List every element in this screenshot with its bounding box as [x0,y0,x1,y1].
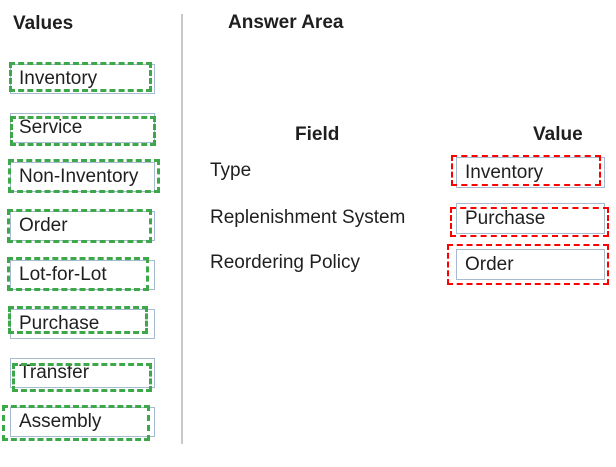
value-chip-label: Assembly [19,411,102,432]
value-chip-transfer[interactable]: Transfer [10,358,155,392]
value-dropzone-reordering-policy[interactable]: Order [447,244,609,285]
field-column-header: Field [295,124,340,145]
dropzone-value-label: Inventory [465,161,544,183]
field-label-reordering-policy: Reordering Policy [210,252,360,273]
value-chip-label: Order [19,215,68,236]
value-chip-inventory[interactable]: Inventory [9,62,155,94]
field-label-type: Type [210,160,252,181]
values-list: Inventory Service Non-Inventory Order Lo… [2,62,160,441]
values-panel-title: Values [13,13,74,34]
value-chip-label: Purchase [19,313,100,334]
value-chip-order[interactable]: Order [7,209,155,243]
field-label-replenishment-system: Replenishment System [210,207,406,228]
value-chip-label: Non-Inventory [19,166,139,187]
value-chip-label: Service [19,117,83,138]
value-dropzone-replenishment-system[interactable]: Purchase [450,203,609,237]
value-chip-label: Lot-for-Lot [19,264,107,285]
value-chip-assembly[interactable]: Assembly [2,405,155,441]
dropzone-value-label: Purchase [465,207,546,229]
value-column-header: Value [533,124,583,145]
value-chip-label: Transfer [19,362,90,383]
value-chip-label: Inventory [19,68,98,89]
answer-area-title: Answer Area [228,12,344,33]
value-chip-service[interactable]: Service [10,113,156,146]
panel-divider [181,14,183,444]
value-chip-purchase[interactable]: Purchase [8,306,155,339]
value-chip-lot-for-lot[interactable]: Lot-for-Lot [7,257,155,291]
value-chip-non-inventory[interactable]: Non-Inventory [8,159,160,193]
dropzone-value-label: Order [465,253,514,275]
value-dropzone-type[interactable]: Inventory [451,155,605,188]
